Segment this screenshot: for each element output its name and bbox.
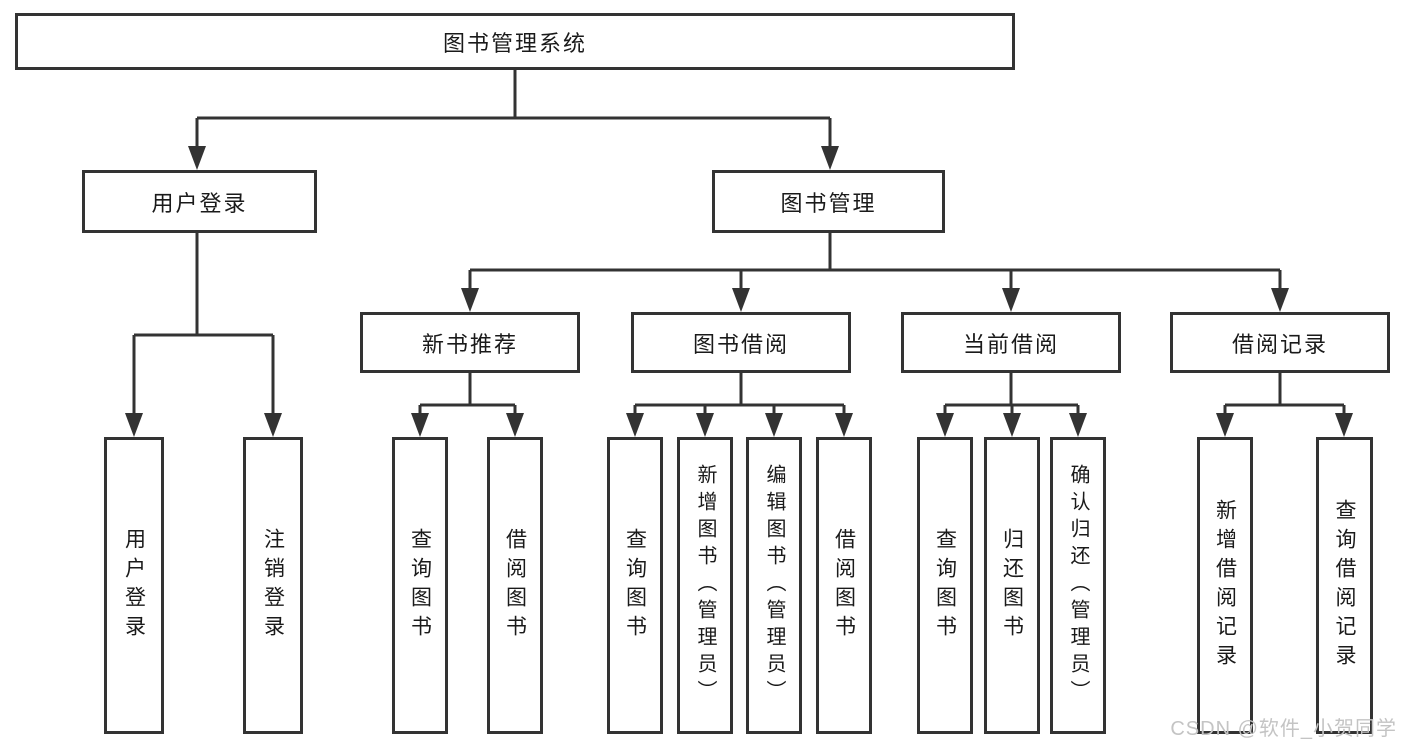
leaf-logout-label: 注销登录 <box>261 527 285 644</box>
leaf-query-books-current: 查询图书 <box>917 437 973 734</box>
branch-user-login: 用户登录 <box>82 170 317 233</box>
branch-user-login-label: 用户登录 <box>151 190 248 216</box>
leaf-return-books: 归还图书 <box>984 437 1040 734</box>
leaf-edit-books-admin: 编辑图书（管理员） <box>746 437 802 734</box>
branch-book-management-label: 图书管理 <box>780 190 877 216</box>
leaf-user-login: 用户登录 <box>104 437 164 734</box>
leaf-add-borrow-record: 新增借阅记录 <box>1197 437 1253 734</box>
group-current-borrowing: 当前借阅 <box>901 312 1121 373</box>
leaf-borrow-books-recommend-label: 借阅图书 <box>503 527 527 644</box>
leaf-borrow-books-borrowing-label: 借阅图书 <box>832 527 856 644</box>
group-borrowing-records-label: 借阅记录 <box>1231 331 1328 357</box>
leaf-add-books-admin: 新增图书（管理员） <box>677 437 733 734</box>
leaf-query-books-borrowing-label: 查询图书 <box>623 527 647 644</box>
leaf-query-books-borrowing: 查询图书 <box>607 437 663 734</box>
leaf-query-books-recommend-label: 查询图书 <box>408 527 432 644</box>
leaf-edit-books-admin-label: 编辑图书（管理员） <box>763 464 785 707</box>
watermark: CSDN @软件_小贺同学 <box>1170 718 1397 740</box>
leaf-query-books-recommend: 查询图书 <box>392 437 448 734</box>
group-current-borrowing-label: 当前借阅 <box>962 331 1059 357</box>
group-new-book-recommend-label: 新书推荐 <box>421 331 518 357</box>
group-borrowing-records: 借阅记录 <box>1170 312 1390 373</box>
leaf-user-login-label: 用户登录 <box>122 527 146 644</box>
leaf-add-books-admin-label: 新增图书（管理员） <box>694 464 716 707</box>
leaf-logout: 注销登录 <box>243 437 303 734</box>
leaf-query-books-current-label: 查询图书 <box>933 527 957 644</box>
leaf-borrow-books-recommend: 借阅图书 <box>487 437 543 734</box>
group-book-borrowing-label: 图书借阅 <box>692 331 789 357</box>
leaf-add-borrow-record-label: 新增借阅记录 <box>1213 498 1237 673</box>
group-new-book-recommend: 新书推荐 <box>360 312 580 373</box>
branch-book-management: 图书管理 <box>712 170 945 233</box>
root-node-label: 图书管理系统 <box>442 30 587 56</box>
leaf-return-books-label: 归还图书 <box>1000 527 1024 644</box>
leaf-confirm-return-admin-label: 确认归还（管理员） <box>1067 464 1089 707</box>
leaf-borrow-books-borrowing: 借阅图书 <box>816 437 872 734</box>
leaf-query-borrow-record: 查询借阅记录 <box>1316 437 1373 734</box>
leaf-query-borrow-record-label: 查询借阅记录 <box>1333 498 1356 673</box>
group-book-borrowing: 图书借阅 <box>631 312 851 373</box>
root-node: 图书管理系统 <box>15 13 1015 70</box>
leaf-confirm-return-admin: 确认归还（管理员） <box>1050 437 1106 734</box>
